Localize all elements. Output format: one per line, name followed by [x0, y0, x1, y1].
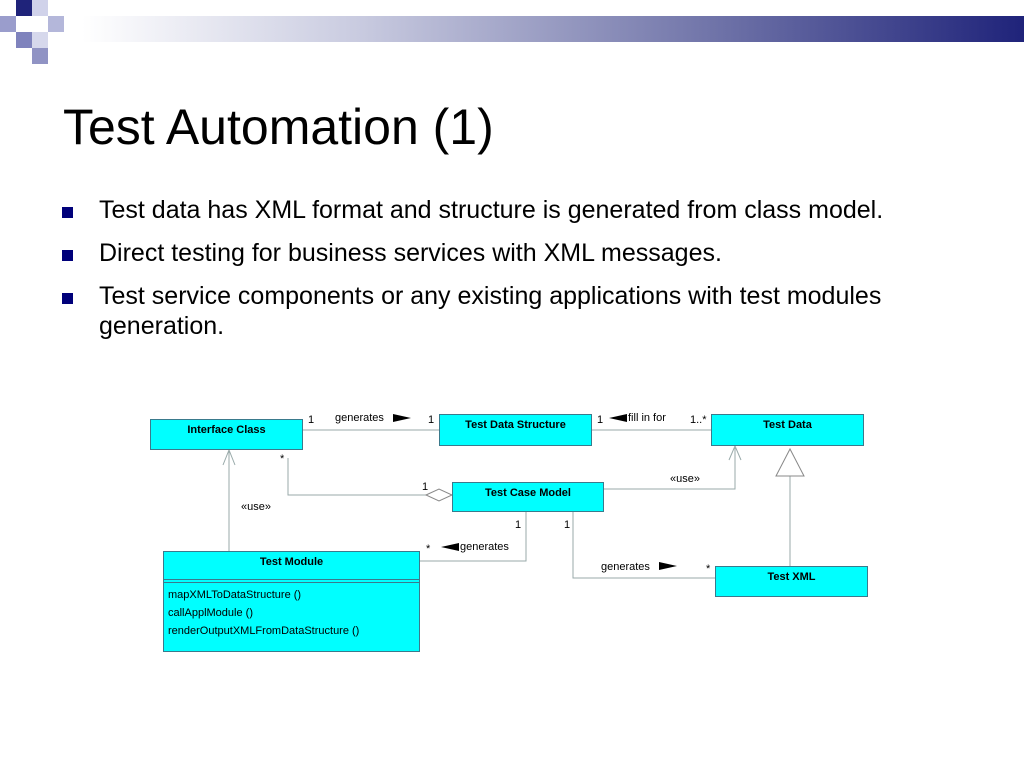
multiplicity: * — [280, 453, 285, 465]
bullet-square-icon — [62, 207, 73, 218]
dependency-line — [604, 448, 736, 490]
class-test-xml: Test XML — [715, 566, 868, 597]
logo-square — [0, 16, 16, 32]
bullet-item: Direct testing for business services wit… — [62, 238, 942, 268]
label-generates: generates — [460, 541, 509, 553]
generalization-triangle-icon — [775, 447, 805, 477]
slide-title: Test Automation (1) — [63, 99, 494, 155]
aggregation-line — [287, 458, 426, 496]
open-arrowhead-icon — [728, 444, 742, 461]
bullet-square-icon — [62, 293, 73, 304]
compartment-divider — [164, 582, 419, 583]
multiplicity: * — [426, 543, 431, 555]
class-interface-class: Interface Class — [150, 419, 303, 450]
class-test-data-structure: Test Data Structure — [439, 414, 592, 446]
logo-square — [16, 0, 32, 16]
multiplicity: 1 — [515, 519, 522, 531]
label-generates: generates — [335, 412, 384, 424]
header-gradient-bar — [0, 16, 1024, 42]
operation: mapXMLToDataStructure () — [168, 589, 302, 601]
association-line — [420, 512, 527, 562]
class-test-module: Test Module mapXMLToDataStructure () cal… — [163, 551, 420, 652]
logo-square — [32, 48, 48, 64]
compartment-divider — [164, 579, 419, 580]
multiplicity: 1 — [564, 519, 571, 531]
logo-square — [32, 0, 48, 16]
multiplicity: * — [706, 563, 711, 575]
label-use: «use» — [241, 501, 271, 513]
label-generates: generates — [601, 561, 650, 573]
association-line — [572, 512, 715, 579]
class-test-data: Test Data — [711, 414, 864, 446]
multiplicity: 1 — [597, 414, 604, 426]
bullet-square-icon — [62, 250, 73, 261]
bullet-item: Test service components or any existing … — [62, 281, 942, 341]
multiplicity: 1 — [428, 414, 435, 426]
open-arrowhead-icon — [222, 448, 236, 466]
label-fill-in-for: fill in for — [628, 412, 666, 424]
direction-left-icon — [609, 414, 627, 422]
logo-square — [48, 16, 64, 32]
multiplicity: 1 — [308, 414, 315, 426]
direction-right-icon — [393, 414, 411, 422]
direction-right-icon — [659, 562, 677, 570]
multiplicity: 1 — [422, 481, 429, 493]
operation: renderOutputXMLFromDataStructure () — [168, 625, 360, 637]
logo-square — [32, 32, 48, 48]
operation: callApplModule () — [168, 607, 253, 619]
multiplicity: 1..* — [690, 414, 707, 426]
bullet-list: Test data has XML format and structure i… — [62, 195, 942, 354]
aggregation-diamond-icon — [424, 488, 454, 502]
logo-square — [16, 32, 32, 48]
label-use: «use» — [670, 473, 700, 485]
bullet-item: Test data has XML format and structure i… — [62, 195, 942, 225]
direction-left-icon — [441, 543, 459, 551]
operations-list: mapXMLToDataStructure () callApplModule … — [168, 586, 359, 640]
class-test-case-model: Test Case Model — [452, 482, 604, 512]
